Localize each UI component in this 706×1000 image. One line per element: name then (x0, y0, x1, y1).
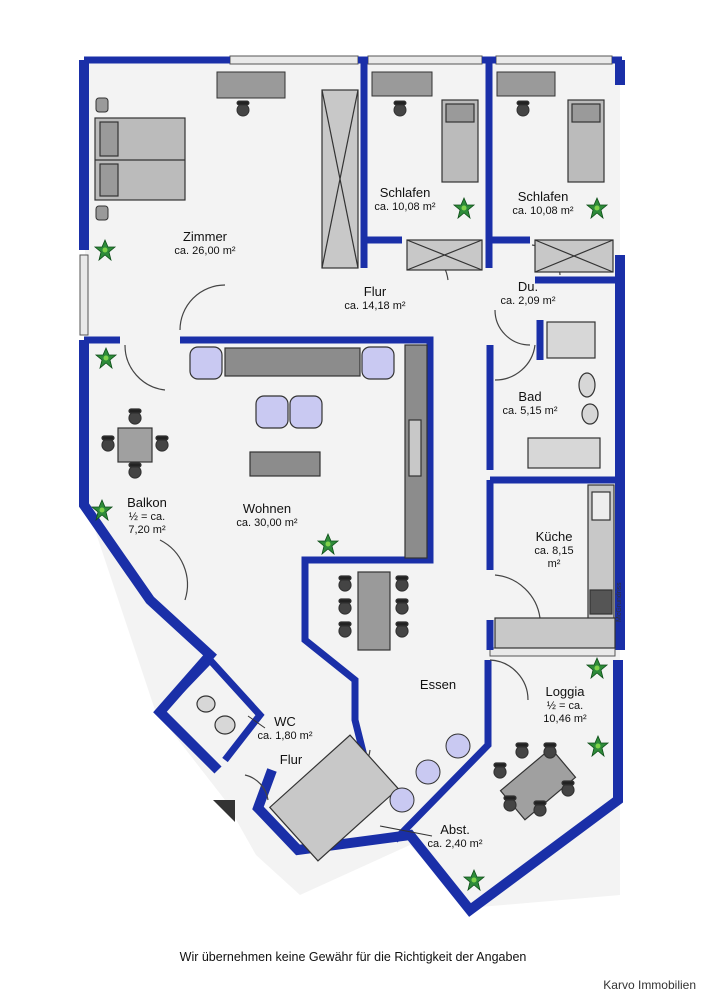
vertical-watermark: McGrundriss (616, 582, 623, 622)
disclaimer-text: Wir übernehmen keine Gewähr für die Rich… (179, 950, 527, 964)
room-wohnen: Wohnen ca. 30,00 m² (222, 501, 312, 530)
room-essen: Essen (404, 677, 472, 693)
outdoor-furniture (101, 408, 577, 821)
room-name: Wohnen (242, 501, 292, 516)
windows (79, 55, 616, 657)
room-flur-bottom: Flur (268, 752, 314, 768)
room-name: Essen (419, 677, 457, 692)
room-loggia: Loggia ½ = ca. 10,46 m² (528, 684, 602, 725)
room-area: ca. 5,15 m² (502, 404, 558, 417)
room-name: Flur (363, 284, 387, 299)
desks (95, 71, 556, 221)
kitchen-units (494, 484, 616, 649)
brand-name: Karvo Immobilien (603, 978, 696, 992)
room-area: ca. 1,80 m² (257, 729, 313, 742)
room-dusche: Du. ca. 2,09 m² (490, 279, 566, 308)
room-area: ca. 14,18 m² (344, 299, 406, 312)
room-abstellraum: Abst. ca. 2,40 m² (418, 822, 492, 851)
room-wc: WC ca. 1,80 m² (250, 714, 320, 743)
room-note: ½ = ca. (128, 510, 166, 523)
room-name: Bad (518, 389, 542, 404)
room-note: ½ = ca. (546, 699, 584, 712)
room-area-unit: m² (547, 557, 561, 570)
room-area: 7,20 m² (128, 523, 166, 536)
room-name: Du. (517, 279, 539, 294)
room-name: WC (274, 714, 296, 729)
room-area: ca. 26,00 m² (174, 244, 236, 257)
room-name: Schlafen (379, 185, 431, 200)
room-zimmer: Zimmer ca. 26,00 m² (150, 229, 260, 258)
room-name: Loggia (545, 684, 585, 699)
room-schlafen-2: Schlafen ca. 10,08 m² (500, 189, 586, 218)
room-name: Schlafen (517, 189, 569, 204)
room-schlafen-1: Schlafen ca. 10,08 m² (365, 185, 445, 214)
room-bad: Bad ca. 5,15 m² (492, 389, 568, 418)
bath-fixtures (196, 321, 601, 735)
room-area: ca. 30,00 m² (236, 516, 298, 529)
room-balkon: Balkon ½ = ca. 7,20 m² (112, 495, 182, 536)
room-name: Abst. (440, 822, 470, 837)
room-flur-top: Flur ca. 14,18 m² (325, 284, 425, 313)
room-area: ca. 10,08 m² (374, 200, 436, 213)
wardrobes (268, 89, 614, 862)
room-area: ca. 2,09 m² (500, 294, 556, 307)
room-area: ca. 8,15 (534, 544, 574, 557)
room-name: Flur (279, 752, 303, 767)
room-area: ca. 10,08 m² (512, 204, 574, 217)
stools (389, 733, 471, 813)
room-name: Küche (535, 529, 573, 544)
entry-marker (213, 800, 235, 822)
pointer-lines (247, 715, 433, 837)
interior-walls (84, 56, 622, 843)
outer-walls (79, 60, 625, 917)
room-name: Balkon (127, 495, 167, 510)
room-area: ca. 2,40 m² (427, 837, 483, 850)
room-area: 10,46 m² (543, 712, 587, 725)
room-kueche: Küche ca. 8,15 m² (522, 529, 586, 570)
living-furniture (189, 344, 428, 651)
beds (94, 99, 605, 201)
room-name: Zimmer (182, 229, 228, 244)
